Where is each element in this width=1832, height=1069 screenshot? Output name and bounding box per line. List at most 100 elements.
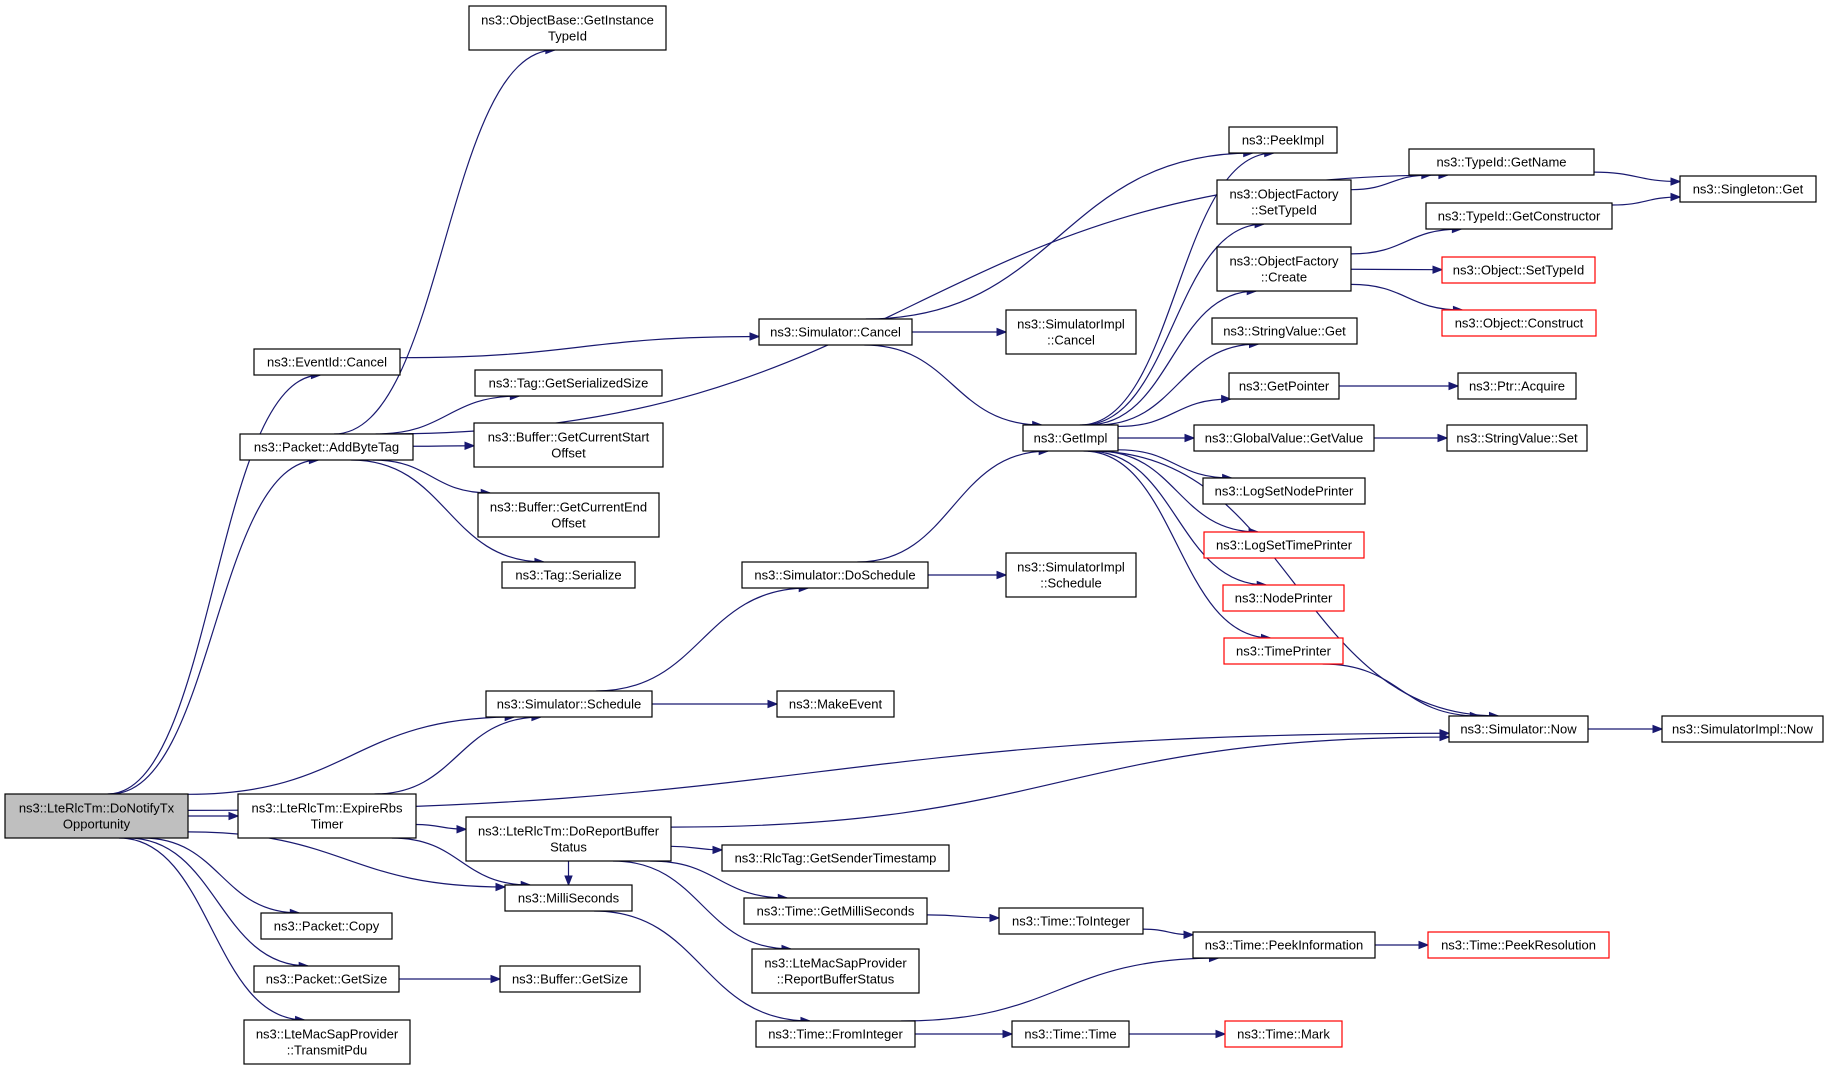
node-logsetnodeprinter[interactable]: ns3::LogSetNodePrinter bbox=[1202, 477, 1366, 505]
node-stringvalue-set[interactable]: ns3::StringValue::Set bbox=[1446, 424, 1588, 452]
node-box bbox=[1022, 424, 1119, 452]
node-getpointer[interactable]: ns3::GetPointer bbox=[1228, 372, 1340, 400]
node-label: Offset bbox=[551, 516, 586, 531]
node-label: ns3::Packet::GetSize bbox=[266, 972, 387, 987]
node-milliseconds[interactable]: ns3::MilliSeconds bbox=[504, 884, 633, 912]
node-peekimpl[interactable]: ns3::PeekImpl bbox=[1228, 126, 1338, 154]
edge-getimpl-to-timeprinter bbox=[1083, 450, 1271, 639]
node-label: TypeId bbox=[548, 29, 587, 44]
node-buffer-getsize[interactable]: ns3::Buffer::GetSize bbox=[499, 965, 641, 993]
arrowhead-typeid_getname-to-singleton_get bbox=[1670, 177, 1682, 186]
node-object-settypeid[interactable]: ns3::Object::SetTypeId bbox=[1441, 256, 1596, 284]
node-label: ns3::SimulatorImpl bbox=[1017, 560, 1125, 575]
node-eventid-cancel[interactable]: ns3::EventId::Cancel bbox=[253, 348, 401, 376]
node-typeid-getname[interactable]: ns3::TypeId::GetName bbox=[1408, 148, 1595, 176]
node-transmitpdu[interactable]: ns3::LteMacSapProvider::TransmitPdu bbox=[243, 1019, 411, 1065]
edge-getimpl-to-logsettimeprinter bbox=[1096, 450, 1259, 533]
node-label: ns3::Simulator::Schedule bbox=[497, 697, 642, 712]
node-objectfactory-create[interactable]: ns3::ObjectFactory::Create bbox=[1216, 246, 1352, 292]
node-label: ns3::Object::SetTypeId bbox=[1453, 263, 1585, 278]
node-reportbufferstatus[interactable]: ns3::LteMacSapProvider::ReportBufferStat… bbox=[751, 948, 920, 994]
node-box bbox=[473, 422, 664, 468]
node-label: ns3::Tag::GetSerializedSize bbox=[489, 376, 649, 391]
node-simulatorimpl-schedule[interactable]: ns3::SimulatorImpl::Schedule bbox=[1005, 552, 1137, 598]
node-box bbox=[1228, 372, 1340, 400]
node-box bbox=[1216, 246, 1352, 292]
edge-getimpl-to-objectfactory_create bbox=[1086, 290, 1257, 426]
node-tag-getserializedsize[interactable]: ns3::Tag::GetSerializedSize bbox=[474, 369, 663, 397]
arrowhead-eventid_cancel-to-simulator_cancel bbox=[749, 332, 761, 341]
node-time-time[interactable]: ns3::Time::Time bbox=[1011, 1020, 1130, 1048]
node-simulator-schedule[interactable]: ns3::Simulator::Schedule bbox=[485, 690, 653, 718]
edge-simulator_cancel-to-peekimpl bbox=[865, 152, 1253, 320]
arrowhead-simulator_now-to-simulatorimpl_now bbox=[1652, 724, 1664, 734]
node-label: ::TransmitPdu bbox=[287, 1043, 367, 1058]
node-globalvalue-getvalue[interactable]: ns3::GlobalValue::GetValue bbox=[1193, 424, 1375, 452]
edge-getimpl-to-getpointer bbox=[1117, 398, 1231, 428]
node-singleton-get[interactable]: ns3::Singleton::Get bbox=[1679, 175, 1817, 203]
node-tag-serialize[interactable]: ns3::Tag::Serialize bbox=[501, 561, 636, 589]
edge-simulator_doschedule-to-getimpl bbox=[857, 450, 1049, 563]
arrowhead-time_tointeger-to-time_peekinformation bbox=[1183, 930, 1195, 939]
node-label: ns3::Simulator::Now bbox=[1460, 722, 1577, 737]
node-makeevent[interactable]: ns3::MakeEvent bbox=[776, 690, 895, 718]
node-stringvalue-get[interactable]: ns3::StringValue::Get bbox=[1211, 317, 1358, 345]
edge-time_getmilliseconds-to-time_tointeger bbox=[926, 914, 1000, 919]
arrowhead-simulator_doschedule-to-simulatorimpl_schedule bbox=[996, 570, 1008, 580]
node-simulator-cancel[interactable]: ns3::Simulator::Cancel bbox=[758, 318, 913, 346]
node-timeprinter[interactable]: ns3::TimePrinter bbox=[1223, 637, 1344, 665]
node-label: ns3::LteMacSapProvider bbox=[256, 1027, 399, 1042]
node-time-mark[interactable]: ns3::Time::Mark bbox=[1224, 1020, 1343, 1048]
edge-root-to-packet_addbytetag bbox=[110, 459, 319, 795]
node-time-tointeger[interactable]: ns3::Time::ToInteger bbox=[998, 907, 1144, 935]
node-box bbox=[474, 369, 663, 397]
node-nodeprinter[interactable]: ns3::NodePrinter bbox=[1222, 584, 1345, 612]
node-time-getmilliseconds[interactable]: ns3::Time::GetMilliSeconds bbox=[743, 897, 928, 925]
node-packet-getsize[interactable]: ns3::Packet::GetSize bbox=[253, 965, 400, 993]
edge-timeprinter-to-simulator_now bbox=[1322, 663, 1480, 717]
node-objectfactory-settypeid[interactable]: ns3::ObjectFactory::SetTypeId bbox=[1216, 179, 1352, 225]
node-getimpl[interactable]: ns3::GetImpl bbox=[1022, 424, 1119, 452]
node-typeid-getconstructor[interactable]: ns3::TypeId::GetConstructor bbox=[1425, 202, 1613, 230]
arrowhead-time_frominteger-to-time_time bbox=[1002, 1029, 1014, 1039]
edge-typeid_getname-to-singleton_get bbox=[1593, 171, 1681, 183]
node-box bbox=[1005, 552, 1137, 598]
node-label: ns3::Time::PeekInformation bbox=[1205, 938, 1363, 953]
node-label: ns3::Simulator::Cancel bbox=[770, 325, 901, 340]
node-simulator-now[interactable]: ns3::Simulator::Now bbox=[1448, 715, 1589, 743]
node-simulatorimpl-now[interactable]: ns3::SimulatorImpl::Now bbox=[1661, 715, 1824, 743]
node-label: ns3::Packet::AddByteTag bbox=[254, 440, 399, 455]
node-time-peekresolution[interactable]: ns3::Time::PeekResolution bbox=[1427, 931, 1610, 959]
node-label: ns3::GetImpl bbox=[1034, 431, 1108, 446]
node-rlctag-getsendertimestamp[interactable]: ns3::RlcTag::GetSenderTimestamp bbox=[721, 844, 950, 872]
node-box bbox=[743, 897, 928, 925]
node-time-frominteger[interactable]: ns3::Time::FromInteger bbox=[755, 1020, 916, 1048]
node-label: ns3::MakeEvent bbox=[789, 697, 883, 712]
node-label: ns3::Buffer::GetCurrentStart bbox=[488, 430, 650, 445]
node-simulator-doschedule[interactable]: ns3::Simulator::DoSchedule bbox=[741, 561, 929, 589]
node-logsettimeprinter[interactable]: ns3::LogSetTimePrinter bbox=[1203, 531, 1365, 559]
edge-root-to-packet_copy bbox=[142, 837, 300, 914]
node-object-construct[interactable]: ns3::Object::Construct bbox=[1441, 309, 1597, 337]
node-box bbox=[1216, 179, 1352, 225]
node-label: ns3::Tag::Serialize bbox=[515, 568, 621, 583]
node-box bbox=[504, 884, 633, 912]
node-time-peekinformation[interactable]: ns3::Time::PeekInformation bbox=[1192, 931, 1376, 959]
node-packet-copy[interactable]: ns3::Packet::Copy bbox=[260, 912, 393, 940]
node-simulatorimpl-cancel[interactable]: ns3::SimulatorImpl::Cancel bbox=[1005, 309, 1137, 355]
node-label: ns3::Time::ToInteger bbox=[1012, 914, 1131, 929]
node-packet-addbytetag[interactable]: ns3::Packet::AddByteTag bbox=[239, 433, 414, 461]
edge-objectfactory_create-to-typeid_getconstructor bbox=[1350, 228, 1462, 255]
node-ptr-acquire[interactable]: ns3::Ptr::Acquire bbox=[1457, 372, 1577, 400]
node-label: ns3::ObjectFactory bbox=[1229, 187, 1339, 202]
node-box bbox=[468, 5, 667, 51]
edge-getimpl-to-simulator_now bbox=[1090, 450, 1499, 717]
node-label: ns3::LteRlcTm::DoReportBuffer bbox=[478, 824, 660, 839]
node-label: ns3::Singleton::Get bbox=[1693, 182, 1804, 197]
